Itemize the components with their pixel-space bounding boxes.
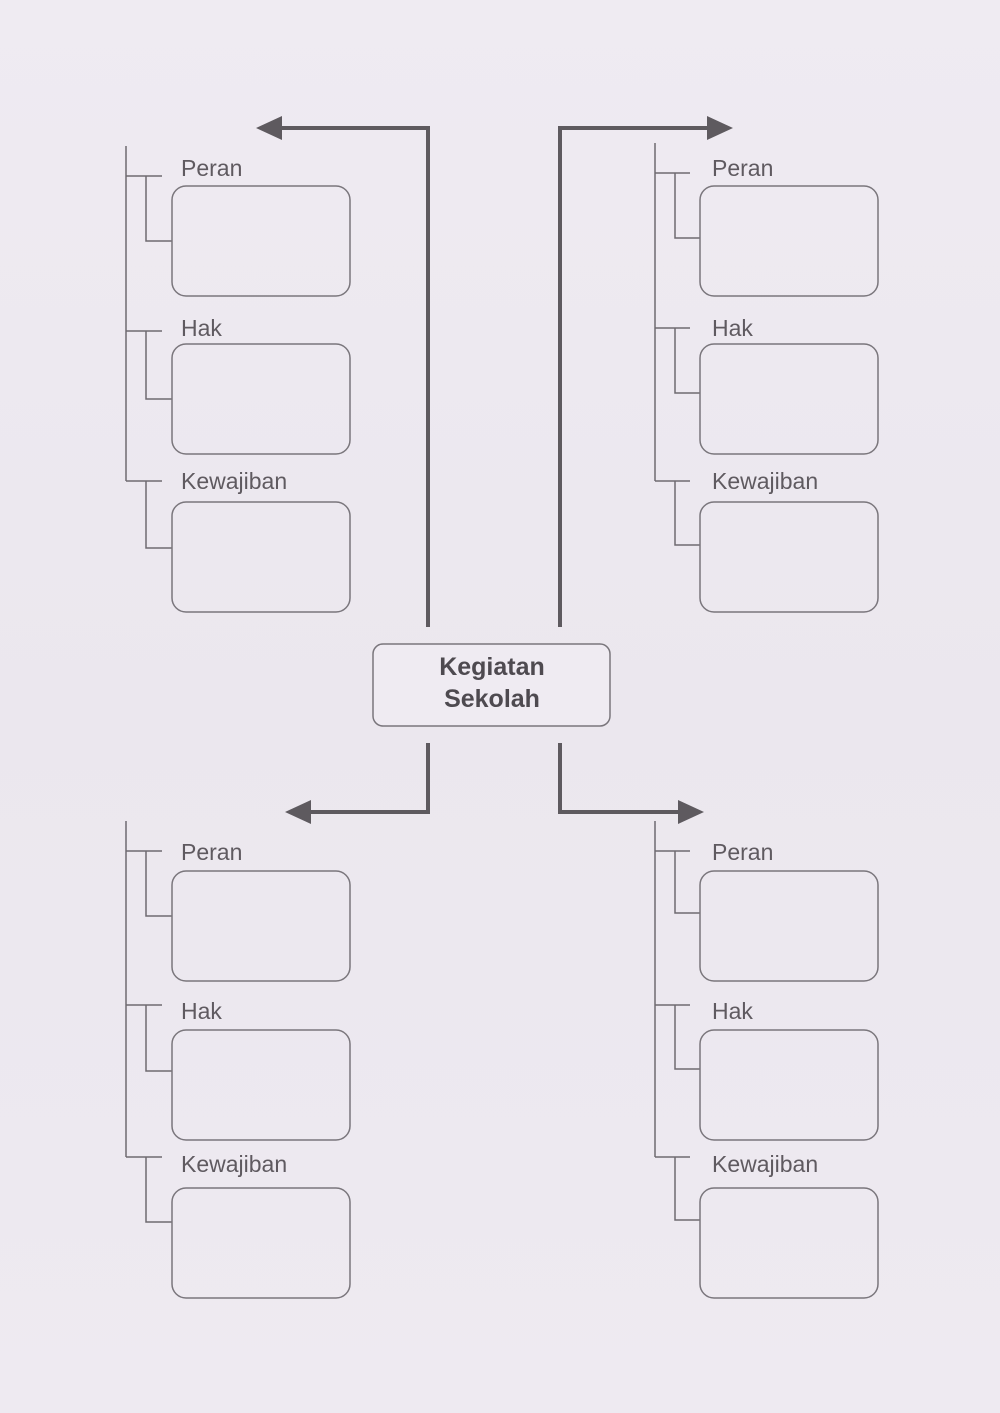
hak-connector bbox=[655, 327, 700, 394]
peran-label: Peran bbox=[181, 839, 242, 865]
hak-label: Hak bbox=[712, 998, 753, 1024]
peran-label: Peran bbox=[181, 155, 242, 181]
hak-connector bbox=[655, 1004, 700, 1070]
kewajiban-label: Kewajiban bbox=[712, 468, 818, 494]
arrowhead-top-left bbox=[256, 116, 282, 140]
hak-label: Hak bbox=[712, 315, 753, 341]
hak-label: Hak bbox=[181, 998, 222, 1024]
arrow-top-right bbox=[558, 126, 710, 627]
hak-connector bbox=[126, 330, 172, 400]
arrow-bottom-left bbox=[308, 743, 430, 814]
kewajiban-answer-box[interactable] bbox=[699, 1187, 879, 1299]
kewajiban-connector bbox=[126, 1156, 172, 1223]
peran-connector bbox=[126, 850, 172, 917]
center-title-line2: Sekolah bbox=[444, 685, 540, 713]
center-node: Kegiatan Sekolah bbox=[372, 643, 611, 727]
peran-connector bbox=[655, 850, 700, 914]
kewajiban-connector bbox=[655, 480, 700, 546]
kewajiban-label: Kewajiban bbox=[181, 1151, 287, 1177]
kewajiban-connector bbox=[126, 480, 172, 549]
hak-answer-box[interactable] bbox=[699, 1029, 879, 1141]
arrowhead-bottom-right bbox=[678, 800, 704, 824]
center-title-line1: Kegiatan bbox=[439, 653, 545, 681]
hak-answer-box[interactable] bbox=[171, 1029, 351, 1141]
kewajiban-label: Kewajiban bbox=[181, 468, 287, 494]
kewajiban-answer-box[interactable] bbox=[171, 501, 351, 613]
peran-answer-box[interactable] bbox=[699, 870, 879, 982]
hak-connector bbox=[126, 1004, 172, 1072]
peran-label: Peran bbox=[712, 155, 773, 181]
group-top-right: Peran Hak Kewajiban bbox=[654, 143, 879, 613]
group-bottom-right: Peran Hak Kewajiban bbox=[654, 821, 879, 1299]
peran-answer-box[interactable] bbox=[699, 185, 879, 297]
hak-answer-box[interactable] bbox=[699, 343, 879, 455]
hak-label: Hak bbox=[181, 315, 222, 341]
kewajiban-answer-box[interactable] bbox=[699, 501, 879, 613]
group-bottom-left: Peran Hak Kewajiban bbox=[125, 821, 351, 1299]
peran-label: Peran bbox=[712, 839, 773, 865]
kewajiban-answer-box[interactable] bbox=[171, 1187, 351, 1299]
kewajiban-label: Kewajiban bbox=[712, 1151, 818, 1177]
arrow-bottom-right bbox=[558, 743, 680, 814]
center-box bbox=[372, 643, 611, 727]
hak-answer-box[interactable] bbox=[171, 343, 351, 455]
peran-answer-box[interactable] bbox=[171, 185, 351, 297]
connector-arrows bbox=[280, 126, 710, 814]
peran-connector bbox=[655, 172, 700, 239]
peran-answer-box[interactable] bbox=[171, 870, 351, 982]
arrowhead-bottom-left bbox=[285, 800, 311, 824]
arrow-top-left bbox=[280, 126, 430, 627]
group-top-left: Peran Hak Kewajiban bbox=[125, 146, 351, 613]
arrowhead-top-right bbox=[707, 116, 733, 140]
peran-connector bbox=[126, 175, 172, 242]
kewajiban-connector bbox=[655, 1156, 700, 1221]
